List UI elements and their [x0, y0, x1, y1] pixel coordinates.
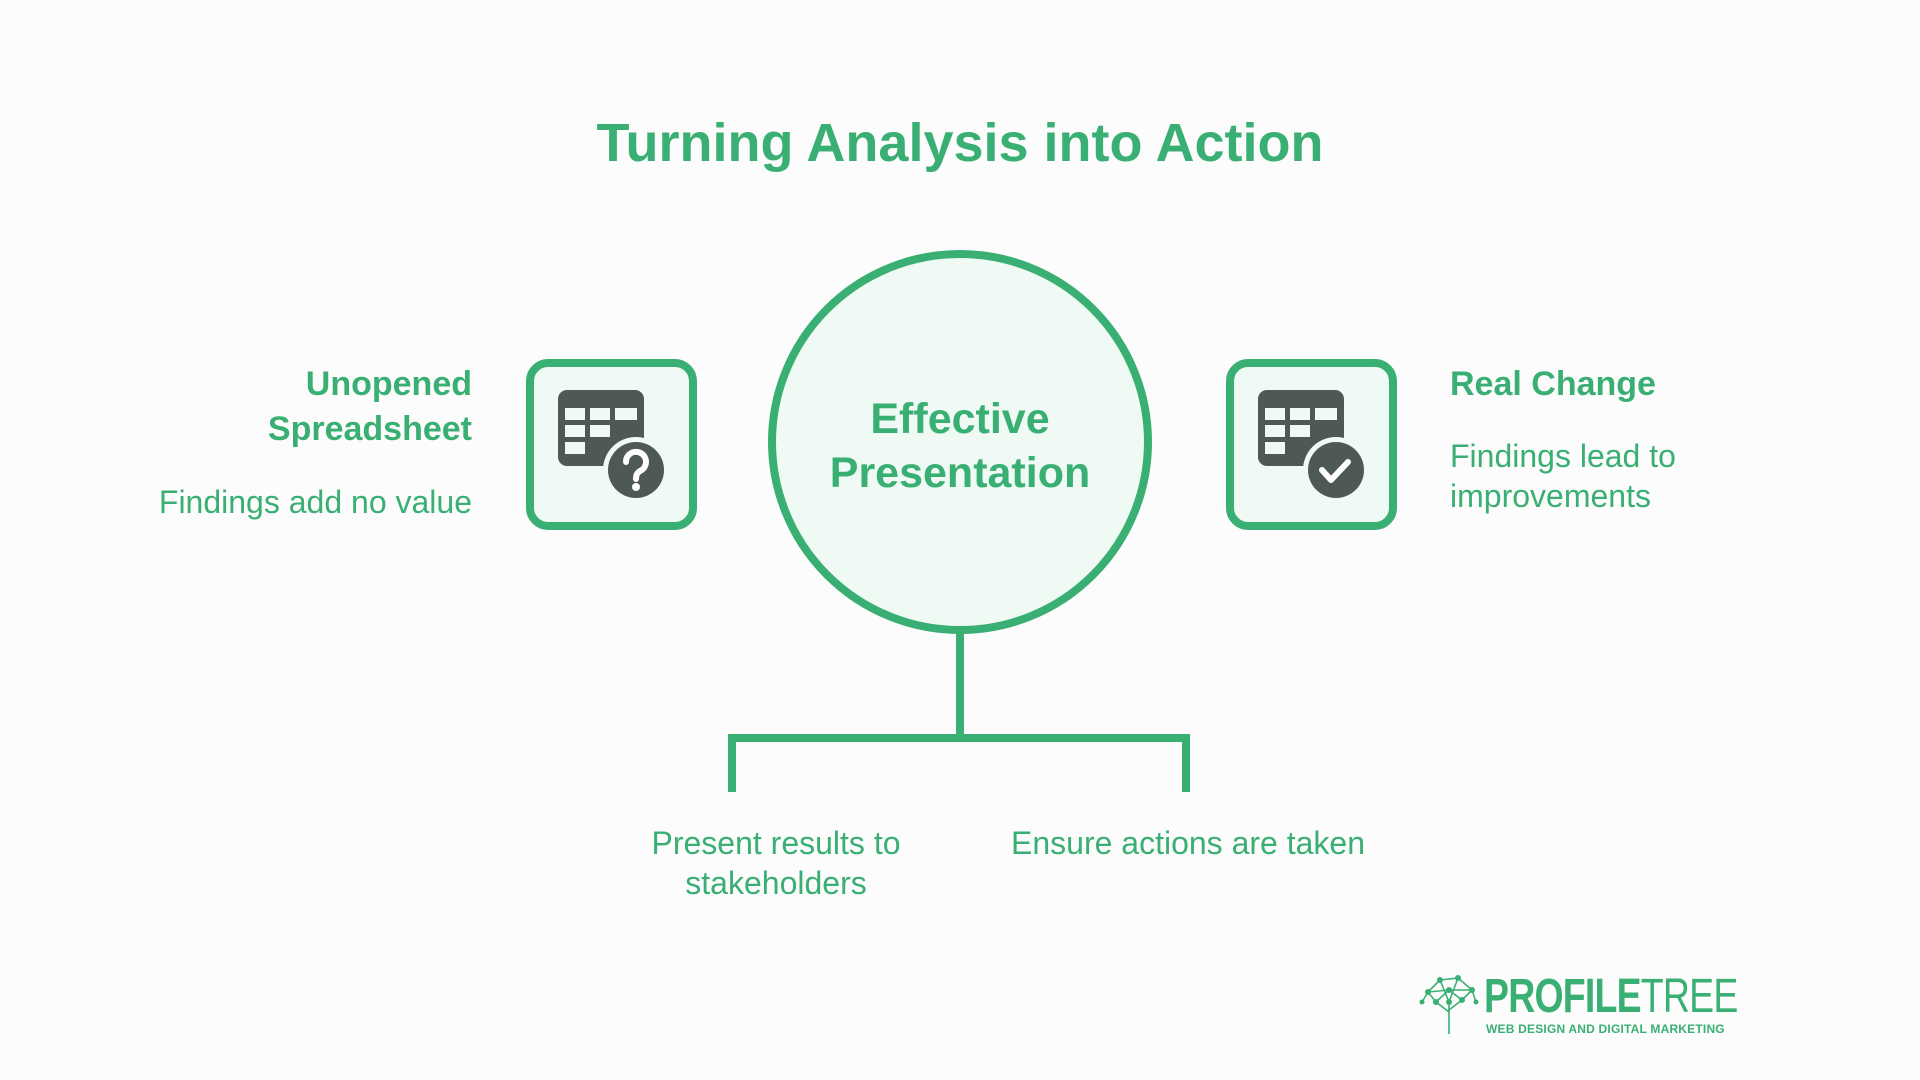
center-label-line2: Presentation: [829, 449, 1091, 497]
right-description: Findings lead to improvements: [1450, 436, 1810, 516]
logo-wordmark: PROFILETREE: [1484, 972, 1738, 1022]
branch-label-present-line1: Present results to: [651, 825, 901, 861]
branch-label-present-line2: stakeholders: [685, 865, 867, 901]
tree-network-icon: [1419, 975, 1479, 1034]
left-description: Findings add no value: [158, 484, 472, 520]
profiletree-logo: PROFILETREE WEB DESIGN AND DIGITAL MARKE…: [1418, 972, 1738, 1036]
right-description-line1: Findings lead to: [1450, 438, 1676, 474]
logo-wordmark-thin: TREE: [1640, 970, 1739, 1023]
right-title: Real Change: [1450, 365, 1656, 403]
right-description-line2: improvements: [1450, 478, 1651, 514]
left-title: Unopened Spreadsheet: [120, 362, 472, 452]
spreadsheet-question-icon: [526, 359, 697, 530]
page-title: Turning Analysis into Action: [596, 113, 1324, 173]
branch-label-ensure-line1: Ensure actions are taken: [1011, 825, 1365, 861]
logo-wordmark-bold: PROFILE: [1484, 970, 1642, 1023]
branch-label-present: Present results to stakeholders: [600, 823, 952, 903]
center-label: Effective Presentation: [770, 392, 1150, 500]
branch-connector: [728, 630, 1190, 792]
spreadsheet-check-icon: [1226, 359, 1397, 530]
center-label-line1: Effective: [870, 395, 1050, 443]
left-title-line2: Spreadsheet: [267, 410, 472, 448]
logo-tagline: WEB DESIGN AND DIGITAL MARKETING: [1486, 1022, 1725, 1036]
branch-label-ensure: Ensure actions are taken: [988, 823, 1388, 863]
left-title-line1: Unopened: [305, 365, 472, 403]
